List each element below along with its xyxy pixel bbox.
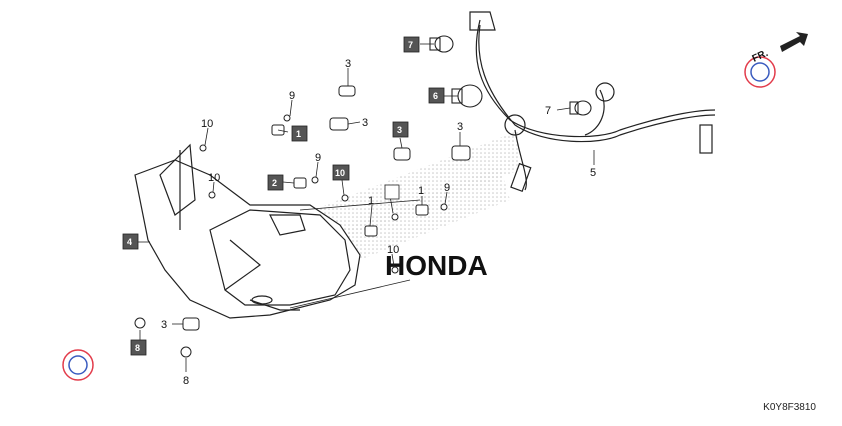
callout-10-a: 10 (201, 118, 213, 130)
callout-3-box: 3 (392, 121, 409, 138)
svg-text:1: 1 (296, 129, 301, 139)
callout-5-a: 5 (590, 167, 596, 179)
callout-9-a: 9 (289, 90, 295, 102)
callout-9-c: 9 (444, 182, 450, 194)
moto-logo-right (744, 56, 776, 88)
callout-7-a: 7 (545, 105, 551, 117)
svg-text:7: 7 (408, 40, 413, 50)
callout-2-box: 2 (267, 174, 284, 191)
callout-1-box: 1 (291, 125, 308, 142)
callout-3-c: 3 (457, 121, 463, 133)
callout-1-b: 1 (418, 185, 424, 197)
watermark-text: HONDA (385, 250, 488, 281)
callout-10-c: 10 (387, 244, 399, 256)
screws (134, 114, 448, 358)
svg-text:10: 10 (335, 168, 345, 178)
svg-text:3: 3 (397, 125, 402, 135)
callout-10-box: 10 (332, 164, 350, 181)
svg-text:6: 6 (433, 91, 438, 101)
svg-text:4: 4 (127, 237, 132, 247)
callout-4-box: 4 (122, 233, 139, 250)
callout-8-a: 8 (183, 375, 189, 387)
headlight-housing (134, 143, 361, 319)
callout-9-b: 9 (315, 152, 321, 164)
callout-3-a: 3 (345, 58, 351, 70)
direction-label: FR. (751, 48, 770, 65)
callout-6-box: 6 (428, 87, 445, 104)
callout-7-box: 7 (403, 36, 420, 53)
empty-box (384, 184, 400, 200)
front-direction-arrow: FR. (751, 32, 808, 65)
reference-code: K0Y8F3810 (763, 402, 816, 413)
wire-harness (469, 11, 716, 193)
svg-text:2: 2 (272, 178, 277, 188)
callout-3-d: 3 (161, 319, 167, 331)
moto-logo-left (62, 349, 94, 381)
callout-1-a: 1 (368, 195, 374, 207)
svg-text:8: 8 (135, 343, 140, 353)
bulb-7-right (569, 100, 592, 116)
callout-10-b: 10 (208, 172, 220, 184)
callout-3-b: 3 (362, 117, 368, 129)
callout-8-box: 8 (130, 339, 147, 356)
